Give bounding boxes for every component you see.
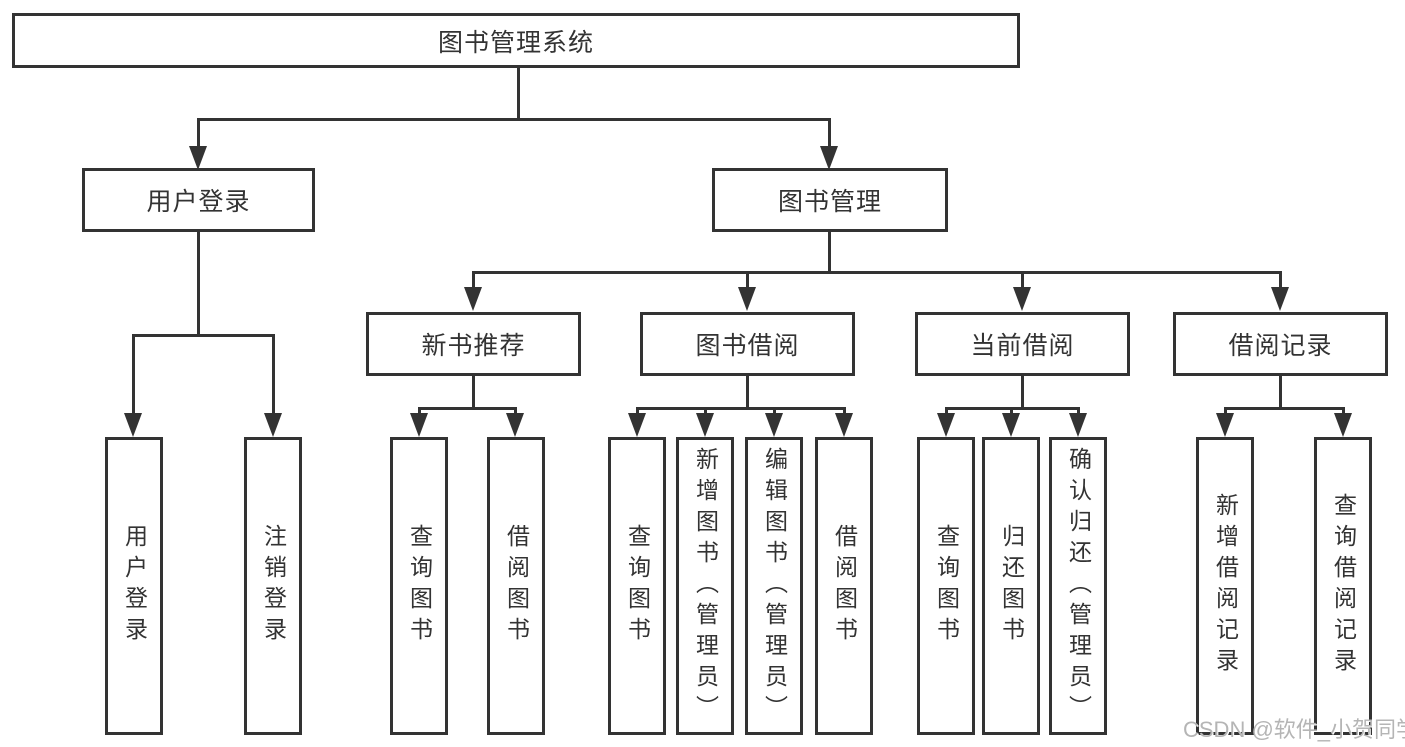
arrow-down-icon [1069, 413, 1087, 437]
connector-line [773, 407, 776, 417]
connector-line [828, 232, 831, 273]
arrow-down-icon [628, 413, 646, 437]
leaf-logout: 注销登录 [244, 437, 302, 735]
connector-line [472, 271, 475, 291]
connector-line [945, 407, 948, 417]
arrow-down-icon [1013, 287, 1031, 311]
arrow-down-icon [765, 413, 783, 437]
arrow-down-icon [1002, 413, 1020, 437]
arrow-down-icon [464, 287, 482, 311]
leaf-user-login: 用户登录 [105, 437, 163, 735]
leaf-return-books: 归还图书 [982, 437, 1040, 735]
connector-line [472, 271, 1282, 274]
connector-line [843, 407, 846, 417]
connector-line [1342, 407, 1345, 417]
connector-line [197, 232, 200, 337]
arrow-down-icon [410, 413, 428, 437]
connector-line [704, 407, 707, 417]
connector-line [132, 334, 135, 415]
arrow-down-icon [1271, 287, 1289, 311]
connector-line [1021, 376, 1024, 410]
arrow-down-icon [820, 146, 838, 170]
connector-line [1224, 407, 1344, 410]
connector-line [636, 407, 845, 410]
leaf-borrow-books: 借阅图书 [815, 437, 873, 735]
node-book-management-branch: 图书管理 [712, 168, 948, 232]
arrow-down-icon [189, 146, 207, 170]
arrow-down-icon [835, 413, 853, 437]
connector-line [1021, 271, 1024, 291]
arrow-down-icon [506, 413, 524, 437]
leaf-edit-book-admin: 编辑图书（管理员） [745, 437, 803, 735]
leaf-query-books-borrow: 查询图书 [608, 437, 666, 735]
node-new-book-recommend: 新书推荐 [366, 312, 581, 376]
leaf-borrow-books-recommend: 借阅图书 [487, 437, 545, 735]
connector-line [517, 66, 520, 120]
connector-line [197, 118, 200, 150]
node-current-borrow: 当前借阅 [915, 312, 1130, 376]
leaf-query-borrow-record: 查询借阅记录 [1314, 437, 1372, 735]
arrow-down-icon [937, 413, 955, 437]
node-borrow-records: 借阅记录 [1173, 312, 1388, 376]
connector-line [197, 118, 831, 121]
leaf-query-books-current: 查询图书 [917, 437, 975, 735]
node-user-login-branch: 用户登录 [82, 168, 315, 232]
connector-line [1224, 407, 1227, 417]
connector-line [1010, 407, 1013, 417]
connector-line [514, 407, 517, 417]
arrow-down-icon [738, 287, 756, 311]
arrow-down-icon [264, 413, 282, 437]
connector-line [746, 376, 749, 410]
node-root-library-system: 图书管理系统 [12, 13, 1020, 68]
leaf-add-borrow-record: 新增借阅记录 [1196, 437, 1254, 735]
arrow-down-icon [696, 413, 714, 437]
connector-line [272, 334, 275, 415]
connector-line [1077, 407, 1080, 417]
arrow-down-icon [1334, 413, 1352, 437]
connector-line [746, 271, 749, 291]
connector-line [1279, 271, 1282, 291]
arrow-down-icon [124, 413, 142, 437]
arrow-down-icon [1216, 413, 1234, 437]
leaf-add-book-admin: 新增图书（管理员） [676, 437, 734, 735]
leaf-query-books-recommend: 查询图书 [390, 437, 448, 735]
connector-line [132, 334, 275, 337]
connector-line [636, 407, 639, 417]
connector-line [828, 118, 831, 150]
leaf-confirm-return-admin: 确认归还（管理员） [1049, 437, 1107, 735]
csdn-watermark: CSDN @软件_小贺同学 [1183, 717, 1405, 742]
connector-line [1279, 376, 1282, 410]
connector-line [418, 407, 517, 410]
node-book-borrow: 图书借阅 [640, 312, 855, 376]
connector-line [418, 407, 421, 417]
connector-line [472, 376, 475, 410]
